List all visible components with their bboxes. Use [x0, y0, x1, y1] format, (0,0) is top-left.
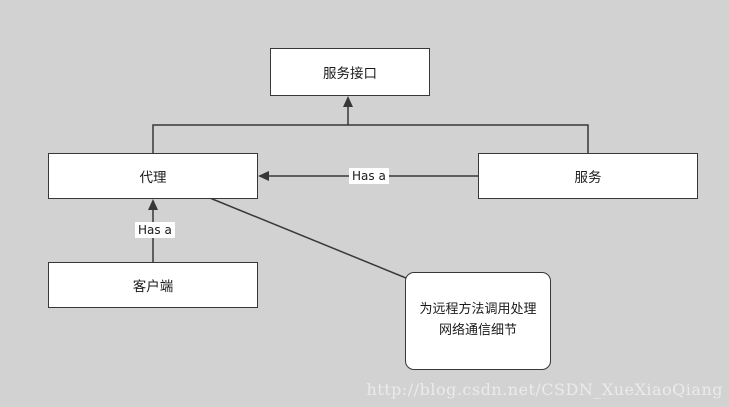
node-service-label: 服务: [574, 170, 602, 186]
arrowhead-left-proxy-icon: [258, 171, 269, 181]
watermark-text: http://blog.csdn.net/CSDN_XueXiaoQiang: [366, 380, 723, 399]
arrowhead-up-interface-icon: [343, 96, 353, 107]
node-proxy: 代理: [48, 153, 258, 199]
note-remote-call: 为远程方法调用处理 网络通信细节: [405, 272, 551, 370]
note-line-2: 网络通信细节: [438, 323, 517, 338]
note-line-1: 为远程方法调用处理: [419, 302, 537, 318]
arrowhead-up-proxy-icon: [148, 199, 158, 210]
edge-label-client-has-a-proxy: Has a: [135, 222, 175, 238]
node-client: 客户端: [48, 262, 258, 308]
node-service: 服务: [478, 153, 698, 199]
node-client-label: 客户端: [132, 279, 174, 295]
edge-proxy-service-to-interface-rail: [152, 124, 589, 153]
node-service-interface-label: 服务接口: [323, 66, 377, 82]
edge-label-service-has-a-proxy: Has a: [349, 168, 389, 184]
node-service-interface: 服务接口: [270, 48, 430, 96]
node-proxy-label: 代理: [139, 170, 167, 186]
